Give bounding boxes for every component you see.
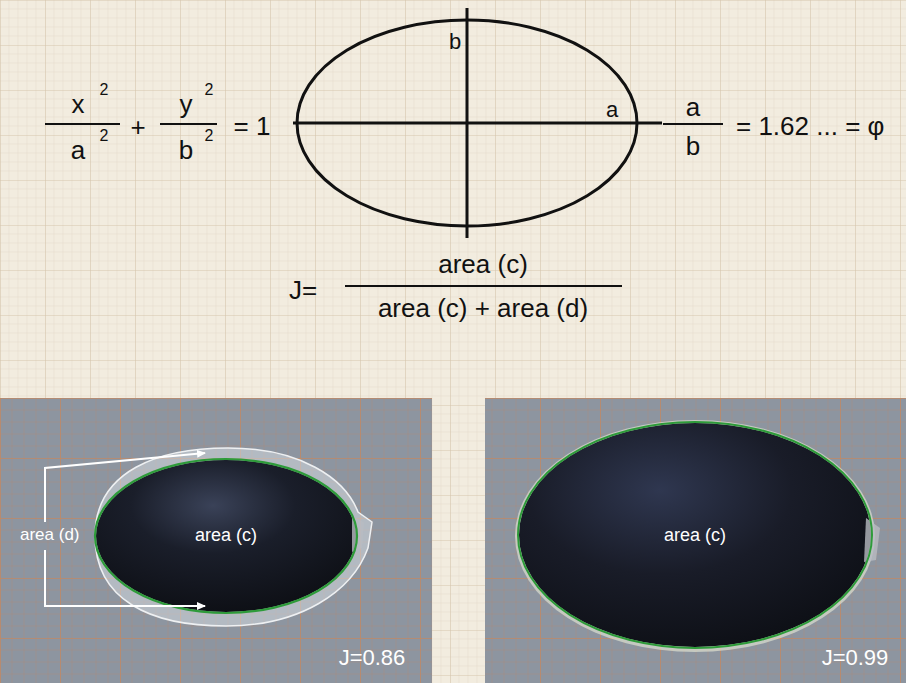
photo-panel: area (c) J=0.99	[485, 398, 906, 683]
formula-variable: b	[179, 136, 193, 165]
jaccard-value: J=0.86	[339, 646, 406, 670]
jaccard-value: J=0.99	[822, 646, 889, 670]
formula-denominator: area (c) + area (d)	[378, 294, 588, 323]
axis-label: b	[449, 30, 461, 54]
formula-numerator: area (c)	[438, 250, 528, 279]
formula-variable: a	[686, 93, 700, 122]
formula-variable: b	[686, 132, 700, 161]
exponent: 2	[100, 81, 109, 99]
axis-label: a	[606, 98, 618, 122]
formula-variable: a	[71, 136, 85, 165]
exponent: 2	[205, 81, 214, 99]
photo-panel: area (d) area (c) J=0.86	[0, 398, 432, 683]
operator: +	[130, 113, 145, 142]
formula-variable: x	[72, 90, 85, 119]
ratio-value: = 1.62 ... = φ	[736, 112, 884, 141]
exponent: 2	[205, 127, 214, 145]
area-label: area (d)	[20, 526, 80, 545]
formula-variable: y	[180, 90, 193, 119]
exponent: 2	[100, 127, 109, 145]
area-label: area (c)	[664, 526, 726, 546]
equation-part: = 1	[234, 112, 271, 141]
formula-variable: J=	[289, 276, 317, 305]
area-label: area (c)	[195, 526, 257, 546]
